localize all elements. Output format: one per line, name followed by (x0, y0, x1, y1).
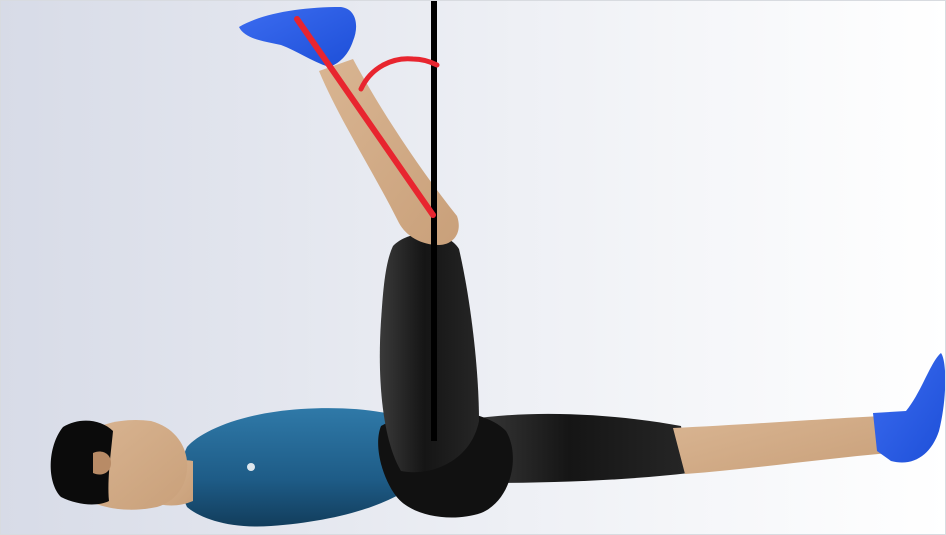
head (51, 420, 187, 510)
shirt-highlight (247, 463, 255, 471)
